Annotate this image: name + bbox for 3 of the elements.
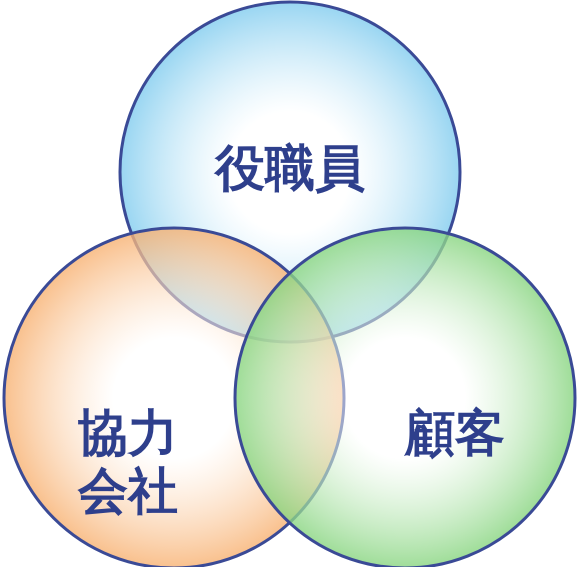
circle-label: 役職員 — [213, 140, 366, 198]
circle-label: 協力会社 — [76, 405, 179, 520]
circle-label: 顧客 — [403, 405, 506, 462]
